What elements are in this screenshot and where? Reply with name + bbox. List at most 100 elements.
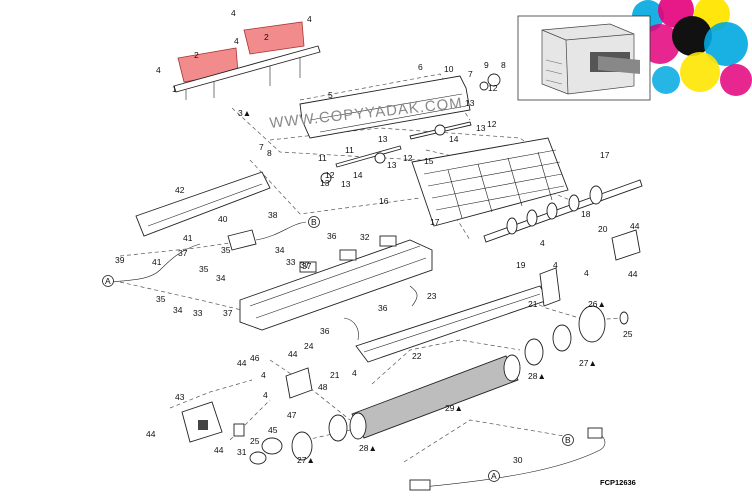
callout-label: 37: [178, 248, 188, 258]
callout-label: 13: [378, 134, 388, 144]
callout-label: 27▲: [297, 455, 315, 465]
callout-label: 11: [318, 153, 327, 163]
callout-label: 4: [307, 14, 312, 24]
callout-label: 12: [325, 170, 335, 180]
callout-label: 44: [630, 221, 640, 231]
brand-circle-cyan-2: [704, 22, 748, 66]
callout-label: 25: [623, 329, 633, 339]
ref-circle-a-2: [488, 470, 500, 482]
callout-label: 12: [487, 119, 497, 129]
brand-circle-magenta-3: [720, 64, 752, 96]
callout-label: 5: [328, 90, 333, 100]
callout-label: 41: [183, 233, 193, 243]
ref-circle-a-2-label: A: [491, 471, 497, 481]
callout-label: 25: [250, 436, 260, 446]
callout-label: 35: [199, 264, 209, 274]
callout-label: 34: [173, 305, 183, 315]
callout-label: 32: [360, 232, 370, 242]
callout-label: 4: [156, 65, 161, 75]
callout-label: 13: [341, 179, 351, 189]
callout-label: 47: [287, 410, 297, 420]
callout-label: 28▲: [359, 443, 377, 453]
callout-label: 17: [430, 217, 440, 227]
callout-label: 36: [327, 231, 337, 241]
part-19-20-brackets: [539, 229, 641, 307]
callout-label: 8: [501, 60, 506, 70]
callout-label: 28▲: [528, 371, 546, 381]
part-29-fuser-roller: [349, 354, 521, 440]
callout-label: 33: [286, 257, 296, 267]
callout-label: 6: [418, 62, 423, 72]
callout-label: 4: [352, 368, 357, 378]
callout-label: 40: [218, 214, 228, 224]
part-22-lower-frame: [343, 285, 549, 363]
callout-label: 9: [484, 60, 489, 70]
callout-label: 13: [320, 178, 330, 188]
part-10-upper-frame: [299, 73, 501, 139]
callout-label: 13: [465, 98, 475, 108]
callout-label: 21: [330, 370, 340, 380]
callout-label: 44: [146, 429, 156, 439]
callout-label: 20: [598, 224, 608, 234]
callout-label: 42: [175, 185, 185, 195]
ref-circle-b-2: [562, 434, 574, 446]
callout-label: 2: [264, 32, 269, 42]
figure-code: FCP12636: [600, 478, 636, 487]
callout-label: 14: [449, 134, 459, 144]
ref-circle-b-2-label: B: [565, 435, 571, 445]
callout-label: 38: [268, 210, 278, 220]
gears-and-bearings: [291, 305, 629, 461]
callout-label: 31: [237, 447, 247, 457]
callout-label: 12: [488, 83, 498, 93]
callout-label: 41: [152, 257, 162, 267]
ref-circle-b-1: [308, 216, 320, 228]
callout-label: 44: [214, 445, 224, 455]
brand-circle-black: [672, 16, 712, 56]
callout-label: 34: [216, 273, 226, 283]
callout-label: 34: [275, 245, 285, 255]
callout-label: 17: [600, 150, 610, 160]
part-40-connector: [111, 221, 307, 283]
callout-label: 14: [353, 170, 363, 180]
callout-label: 37: [223, 308, 233, 318]
callout-label: 22: [412, 351, 422, 361]
part-43-cover: [181, 367, 313, 465]
callout-label: 37: [300, 260, 310, 270]
callout-label: 11: [345, 145, 354, 155]
ref-circle-b-1-label: B: [311, 217, 317, 227]
callout-label: 4: [261, 370, 266, 380]
callout-label: 4: [231, 8, 236, 18]
callout-label: 4: [540, 238, 545, 248]
reference-circles: B A B A: [102, 216, 574, 482]
callout-label: 26▲: [588, 299, 606, 309]
ref-circle-a-1-label: A: [105, 276, 111, 286]
callout-label: 36: [320, 326, 330, 336]
callout-label: 43: [175, 392, 185, 402]
callout-label: 33: [193, 308, 203, 318]
callout-label: 48: [318, 382, 328, 392]
callout-label: 27▲: [579, 358, 597, 368]
callout-label: 13: [387, 160, 397, 170]
callout-label: 46: [250, 353, 260, 363]
brand-circle-yellow-2: [680, 52, 720, 92]
callout-label: 13: [476, 123, 486, 133]
callout-label: 29▲: [445, 403, 463, 413]
callout-label: 21: [528, 299, 538, 309]
part-1-bracket: [173, 45, 321, 100]
callout-label: 4: [553, 260, 558, 270]
part-32-main-frame: [239, 235, 433, 331]
callout-label: 7: [259, 142, 264, 152]
part-16-guide-plate: [411, 137, 569, 227]
callout-label: 37: [302, 261, 312, 271]
callout-label: 3▲: [238, 108, 251, 118]
callout-label: 18: [581, 209, 591, 219]
callout-label: 45: [268, 425, 278, 435]
part-30-harness: [409, 427, 606, 491]
callout-label: 4: [584, 268, 589, 278]
part-42-plate: [135, 171, 271, 237]
callout-label: 24: [304, 341, 314, 351]
callout-label: 30: [513, 455, 523, 465]
callout-label: 23: [427, 291, 437, 301]
